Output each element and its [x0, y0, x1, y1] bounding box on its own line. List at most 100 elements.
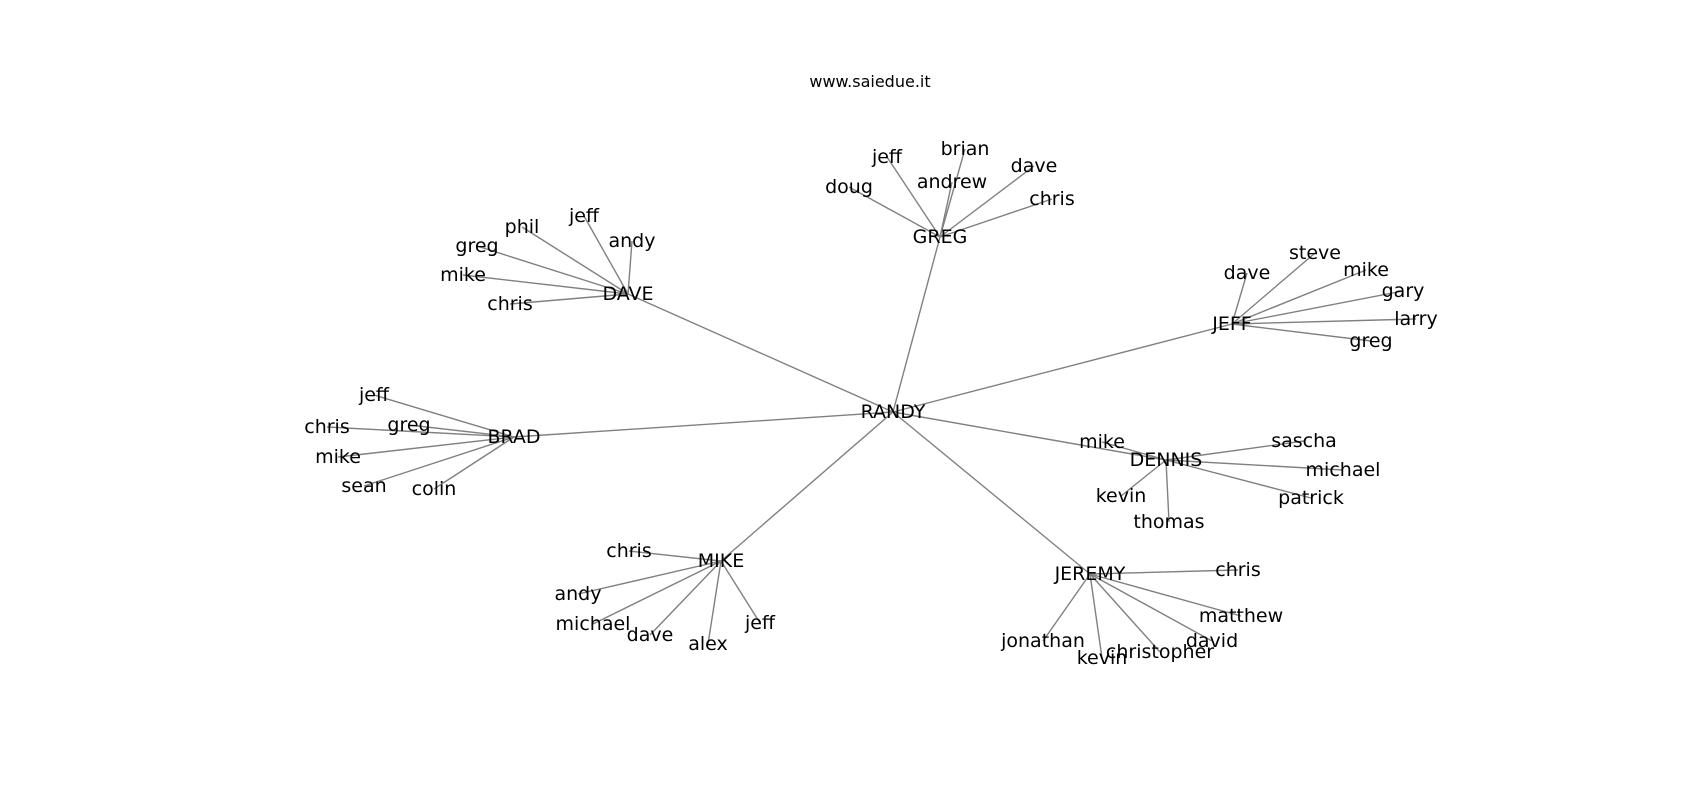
leaf-node-label: larry: [1394, 308, 1437, 330]
leaf-node-label: mike: [1343, 259, 1389, 281]
edge-jeremy-jonathan: [1042, 573, 1091, 642]
edge-jeff-gary: [1231, 290, 1404, 325]
leaf-node-label: patrick: [1278, 487, 1344, 509]
edge-root-jeff: [892, 323, 1233, 413]
leaf-node-label: andy: [609, 230, 656, 252]
edge-dave-mike: [462, 274, 629, 295]
leaf-node-label: gary: [1382, 280, 1425, 302]
leaf-node-label: jeff: [358, 384, 390, 406]
edge-mike-michael: [592, 560, 722, 625]
edge-jeremy-chris: [1089, 569, 1239, 575]
edge-greg-jeff: [886, 156, 941, 238]
edge-jeremy-david: [1089, 573, 1213, 642]
leaf-node-label: sean: [341, 475, 386, 497]
edge-root-jeremy: [892, 411, 1091, 575]
edge-dave-greg: [476, 245, 629, 295]
leaf-node-label: chris: [1215, 559, 1260, 581]
leaf-node-label: matthew: [1199, 605, 1283, 627]
leaf-node-label: michael: [556, 613, 631, 635]
leaf-node-label: david: [1186, 630, 1238, 652]
leaf-node-label: kevin: [1096, 485, 1147, 507]
leaf-node-label: thomas: [1133, 511, 1204, 533]
leaf-node-label: jeff: [871, 146, 903, 168]
edge-dennis-thomas: [1165, 459, 1170, 523]
edge-dennis-mike: [1101, 441, 1167, 461]
edge-dave-jeff: [583, 215, 629, 295]
root-node-label: RANDY: [861, 401, 926, 423]
leaf-node-label: chris: [1029, 188, 1074, 210]
edge-jeremy-kevin: [1089, 573, 1103, 659]
edge-dave-andy: [627, 240, 633, 295]
edge-greg-dave: [939, 165, 1035, 238]
edge-jeff-greg: [1231, 323, 1372, 342]
edge-brad-mike: [337, 436, 515, 458]
leaf-node-label: chris: [487, 293, 532, 315]
edge-dennis-sascha: [1165, 440, 1305, 461]
edge-root-dennis: [892, 411, 1167, 461]
leaf-node-label: mike: [440, 264, 486, 286]
edge-dave-phil: [521, 226, 629, 295]
leaf-node-label: dave: [627, 624, 674, 646]
edge-jeff-mike: [1231, 269, 1367, 325]
leaf-node-label: doug: [825, 176, 873, 198]
leaf-node-label: andrew: [917, 171, 987, 193]
hub-node-label-dave: DAVE: [602, 283, 653, 305]
leaf-node-label: brian: [941, 138, 990, 160]
hub-node-label-jeff: JEFF: [1211, 313, 1251, 335]
edge-greg-brian: [939, 148, 966, 238]
edge-root-mike: [720, 411, 894, 562]
leaf-node-label: jonathan: [1000, 630, 1085, 652]
edge-brad-greg: [408, 424, 515, 438]
edge-root-dave: [627, 293, 894, 413]
leaf-node-label: dave: [1011, 155, 1058, 177]
edge-dennis-michael: [1165, 459, 1344, 471]
leaf-node-label: chris: [304, 416, 349, 438]
edge-mike-chris: [628, 550, 722, 562]
leaf-node-label: kevin: [1077, 647, 1128, 669]
leaf-node-label: steve: [1289, 242, 1341, 264]
edge-root-brad: [513, 411, 894, 438]
leaf-node-label: greg: [455, 235, 498, 257]
edge-jeff-steve: [1231, 252, 1316, 325]
edge-dennis-patrick: [1165, 459, 1312, 499]
edge-brad-sean: [363, 436, 515, 487]
leaf-node-label: colin: [412, 478, 457, 500]
edge-jeff-dave: [1231, 272, 1248, 325]
leaf-node-label: greg: [1349, 330, 1392, 352]
hub-node-label-brad: BRAD: [487, 426, 540, 448]
edge-jeremy-christopher: [1089, 573, 1161, 653]
edge-mike-dave: [649, 560, 722, 636]
leaf-node-label: dave: [1224, 262, 1271, 284]
edge-dave-chris: [509, 293, 629, 305]
leaf-node-label: andy: [555, 583, 602, 605]
edges: [326, 148, 1417, 659]
edge-greg-chris: [939, 198, 1053, 238]
edge-mike-andy: [577, 560, 722, 595]
leaf-node-label: sascha: [1271, 430, 1337, 452]
hub-node-label-jeremy: JEREMY: [1054, 563, 1126, 585]
edge-greg-doug: [848, 186, 941, 238]
node-labels: RANDYGREGdougjeffandrewbriandavechrisDAV…: [304, 138, 1437, 669]
edge-mike-alex: [707, 560, 722, 645]
edge-jeremy-matthew: [1089, 573, 1242, 617]
hub-node-label-greg: GREG: [913, 226, 968, 248]
hub-node-label-dennis: DENNIS: [1130, 449, 1203, 471]
edge-mike-jeff: [720, 560, 761, 624]
leaf-node-label: michael: [1306, 459, 1381, 481]
leaf-node-label: jeff: [744, 612, 776, 634]
edge-brad-colin: [433, 436, 515, 490]
leaf-node-label: greg: [387, 414, 430, 436]
leaf-node-label: mike: [315, 446, 361, 468]
leaf-node-label: phil: [505, 216, 540, 238]
leaf-node-label: alex: [688, 633, 728, 655]
leaf-node-label: jeff: [568, 205, 600, 227]
edge-brad-chris: [326, 426, 515, 438]
edge-jeff-larry: [1231, 318, 1417, 325]
edge-brad-jeff: [373, 394, 515, 438]
edge-dennis-kevin: [1120, 459, 1167, 497]
diagram-title: www.saiedue.it: [809, 72, 930, 91]
leaf-node-label: chris: [606, 540, 651, 562]
hub-node-label-mike: MIKE: [698, 550, 744, 572]
leaf-node-label: christopher: [1106, 641, 1214, 663]
